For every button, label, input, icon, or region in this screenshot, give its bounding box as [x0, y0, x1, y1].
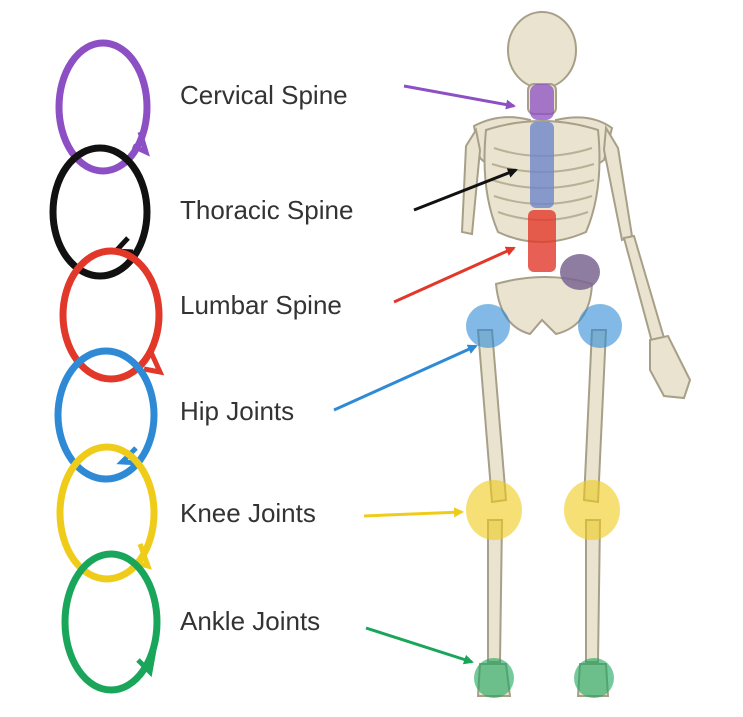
hip-loop: [54, 347, 158, 483]
left-femur: [476, 329, 508, 504]
cervical-arrow: [403, 84, 516, 110]
pointer-arrows: [333, 84, 518, 665]
label-cervical-spine: Cervical Spine: [180, 80, 348, 110]
right-ankle-highlight: [574, 658, 614, 698]
left-upper-arm: [460, 127, 482, 236]
right-knee-highlight: [564, 480, 620, 540]
skeleton-illustration: [460, 11, 692, 697]
cervical-loop-arrow-icon: [131, 131, 150, 157]
cervical-segment: [530, 84, 554, 120]
lumbar-loop: [59, 247, 163, 383]
knee-arrow: [363, 507, 464, 518]
left-hip-socket: [560, 254, 600, 290]
hip-arrow: [333, 344, 478, 412]
left-knee-highlight: [466, 480, 522, 540]
cervical-loop: [55, 39, 151, 175]
right-tibia: [585, 519, 602, 663]
label-ankle-joints: Ankle Joints: [180, 606, 320, 636]
label-knee-joints: Knee Joints: [180, 498, 316, 528]
lumbar-loop-arrow-icon: [143, 348, 165, 376]
right-forearm: [622, 234, 666, 344]
right-hip-highlight: [578, 304, 622, 348]
thoracic-arrow: [413, 168, 518, 212]
joint-highlights: [466, 254, 622, 698]
right-hand: [649, 334, 692, 400]
thoracic-loop: [49, 144, 151, 280]
ankle-loop: [61, 550, 161, 694]
joint-labels: Cervical Spine Thoracic Spine Lumbar Spi…: [180, 80, 353, 636]
right-femur: [582, 329, 608, 504]
knee-loop: [56, 443, 158, 583]
left-hip-highlight: [466, 304, 510, 348]
label-lumbar-spine: Lumbar Spine: [180, 290, 342, 320]
skull: [507, 11, 577, 89]
ankle-loop-arrow-icon: [136, 649, 157, 678]
label-thoracic-spine: Thoracic Spine: [180, 195, 353, 225]
left-tibia: [487, 519, 504, 663]
loop-chain: [49, 39, 165, 694]
left-ankle-highlight: [474, 658, 514, 698]
lumbar-arrow: [393, 246, 516, 304]
thoracic-segment: [530, 122, 554, 208]
spine: [528, 84, 556, 272]
lumbar-segment: [528, 210, 556, 272]
right-upper-arm: [602, 124, 634, 242]
label-hip-joints: Hip Joints: [180, 396, 294, 426]
ankle-arrow: [365, 626, 474, 665]
